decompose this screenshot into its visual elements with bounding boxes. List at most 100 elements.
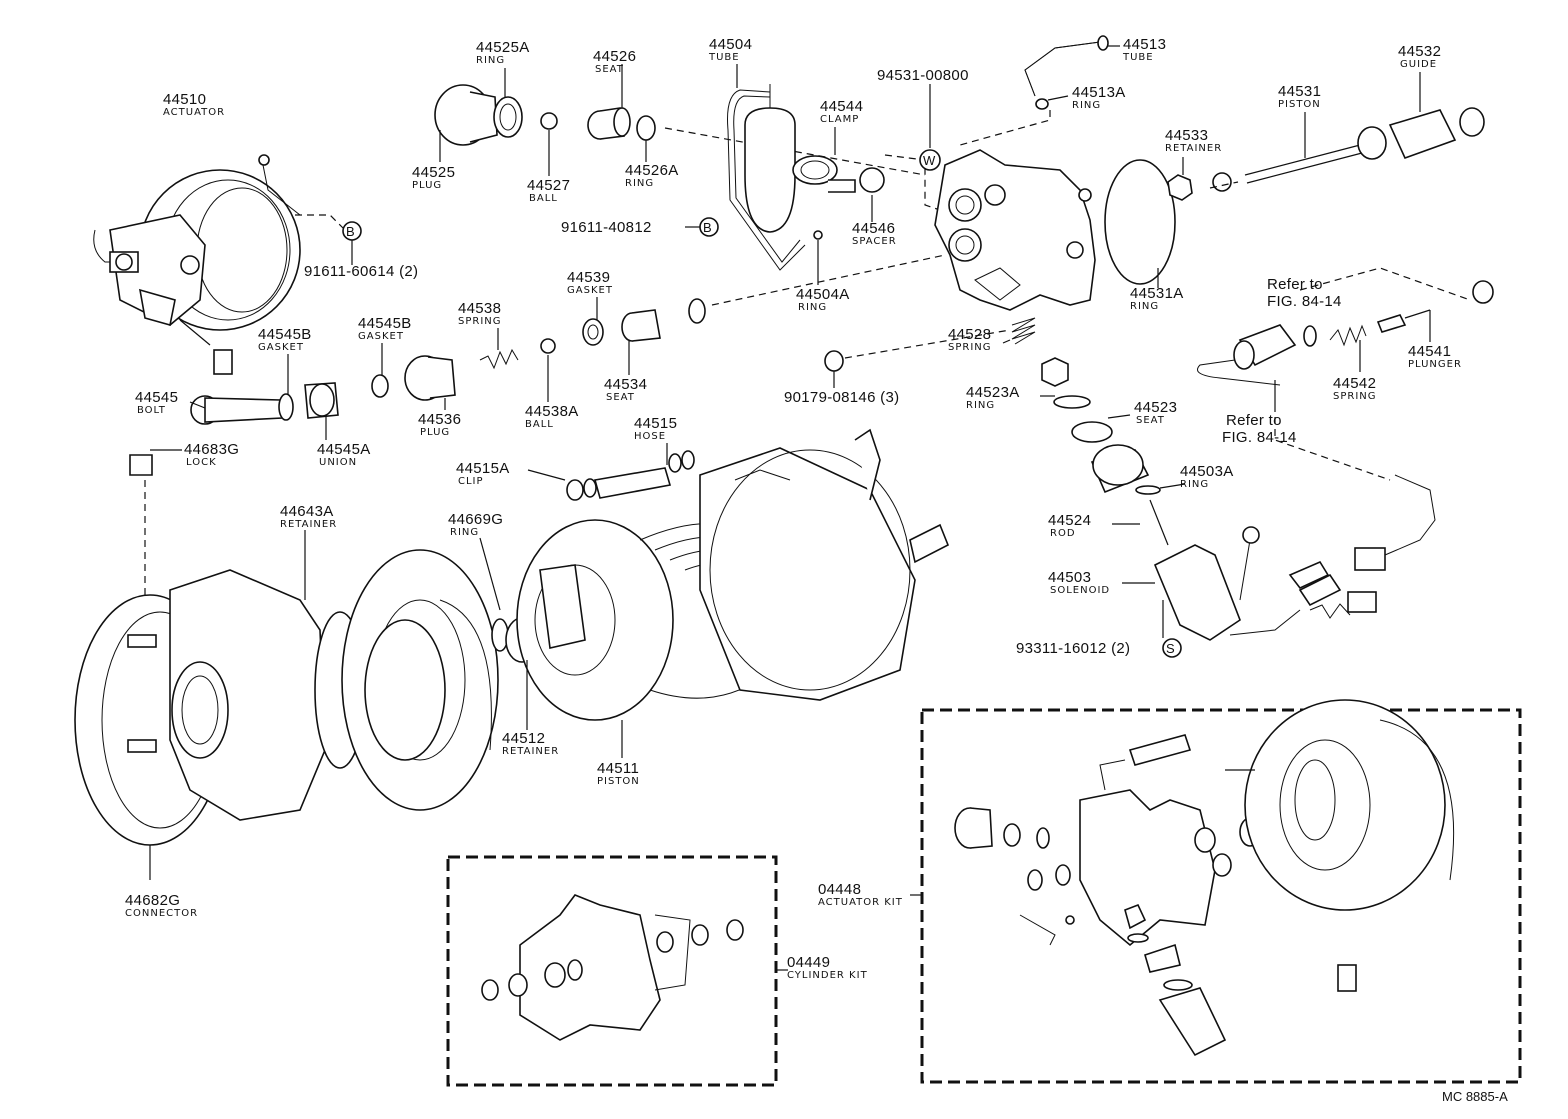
label-44534-name: SEAT (606, 392, 635, 403)
dash-90179 (844, 329, 1011, 359)
label-44545-number: 44545 (135, 389, 179, 406)
label-91611-60614-number: 91611-60614 (2) (304, 263, 419, 280)
label-44683G-number: 44683G (184, 441, 240, 458)
label-44528-name: SPRING (948, 342, 992, 353)
leader-91611-60614 (295, 214, 344, 229)
label-44512-number: 44512 (502, 730, 546, 747)
label-44523-number: 44523 (1134, 399, 1178, 416)
label-44513A-name: RING (1072, 100, 1102, 111)
label-44531A-number: 44531A (1130, 285, 1184, 302)
label-44503A-name: RING (1180, 479, 1210, 490)
figure-code: MC 8885-A (1442, 1089, 1508, 1104)
seat-44526-drawing (587, 107, 656, 141)
dash-44533 (1209, 181, 1239, 189)
label-44513-number: 44513 (1123, 36, 1167, 53)
lock-44683G (129, 454, 153, 476)
leader-44523 (1107, 414, 1131, 419)
dash-clamp-to-body (884, 154, 941, 211)
hose-44515-drawing (566, 450, 695, 501)
label-44534-number: 44534 (604, 376, 648, 393)
reference-1-line1: Refer to (1267, 276, 1323, 293)
label-44545B-2-name: GASKET (358, 331, 404, 342)
ball-44527 (540, 112, 558, 130)
label-04449-name: CYLINDER KIT (787, 970, 868, 981)
label-44545A-name: UNION (319, 457, 358, 468)
label-44531A-name: RING (1130, 301, 1160, 312)
label-44513A-number: 44513A (1072, 84, 1126, 101)
label-44533-number: 44533 (1165, 127, 1209, 144)
leader-44513A (1047, 95, 1069, 101)
union-bolt-drawing (190, 338, 556, 425)
reference-2-line1: Refer to (1226, 412, 1282, 429)
label-44683G-name: LOCK (186, 457, 217, 468)
label-44544-name: CLAMP (820, 114, 860, 125)
label-44526A-name: RING (625, 178, 655, 189)
label-44669G-number: 44669G (448, 511, 504, 528)
wiring-connectors-drawing (1288, 474, 1436, 619)
label-44682G-number: 44682G (125, 892, 181, 909)
label-44532-name: GUIDE (1400, 59, 1438, 70)
label-44545-name: BOLT (137, 405, 166, 416)
label-44511-number: 44511 (597, 760, 640, 777)
label-44536-number: 44536 (418, 411, 462, 428)
label-44515-number: 44515 (634, 415, 678, 432)
switch-plunger-drawing (1197, 280, 1494, 386)
leader-44669G (479, 537, 501, 611)
label-44538-number: 44538 (458, 300, 502, 317)
label-44525-number: 44525 (412, 164, 456, 181)
label-44531-number: 44531 (1278, 83, 1322, 100)
label-44524-name: ROD (1050, 528, 1076, 539)
label-44545B-2-number: 44545B (358, 315, 412, 332)
label-44538A-number: 44538A (525, 403, 579, 420)
label-44539-number: 44539 (567, 269, 611, 286)
label-44515-name: HOSE (634, 431, 667, 442)
label-44512-name: RETAINER (502, 746, 560, 757)
label-44545B-1-name: GASKET (258, 342, 304, 353)
label-44526A-number: 44526A (625, 162, 679, 179)
piston-44531-drawing (1167, 107, 1485, 201)
housing-drawing (699, 428, 950, 701)
cylinder-kit-parts (481, 894, 744, 1041)
label-44545A-number: 44545A (317, 441, 371, 458)
label-44533-name: RETAINER (1165, 143, 1223, 154)
label-44523-name: SEAT (1136, 415, 1165, 426)
label-44643A-number: 44643A (280, 503, 334, 520)
label-44524-number: 44524 (1048, 512, 1092, 529)
label-04448-name: ACTUATOR KIT (818, 897, 903, 908)
actuator-kit-box (920, 708, 1522, 1084)
label-44542-name: SPRING (1333, 391, 1377, 402)
label-44531-name: PISTON (1278, 99, 1321, 110)
label-44542-number: 44542 (1333, 375, 1377, 392)
cylinder-ring-drawing (314, 549, 499, 811)
label-44669G-name: RING (450, 527, 480, 538)
label-44532-number: 44532 (1398, 43, 1442, 60)
actuator-kit-parts (954, 699, 1455, 1057)
label-44541-name: PLUNGER (1408, 359, 1462, 370)
dash-44513-to-body (959, 110, 1051, 146)
leader-44503A (1159, 483, 1186, 489)
dash-ref-1 (1299, 267, 1471, 301)
label-44504A-name: RING (798, 302, 828, 313)
marker-w: W (923, 153, 936, 168)
label-44525A-number: 44525A (476, 39, 530, 56)
reference-2-line2: FIG. 84-14 (1222, 429, 1297, 446)
label-93311-number: 93311-16012 (2) (1016, 640, 1131, 657)
actuator-drawing (93, 154, 301, 375)
label-44503-name: SOLENOID (1050, 585, 1111, 596)
label-44523A-number: 44523A (966, 384, 1020, 401)
label-44527-number: 44527 (527, 177, 571, 194)
gasket-seat-drawing (582, 298, 706, 346)
label-44511-name: PISTON (597, 776, 640, 787)
label-44544-number: 44544 (820, 98, 864, 115)
label-44538-name: SPRING (458, 316, 502, 327)
marker-b2: B (703, 220, 712, 235)
leader-44545 (189, 401, 206, 409)
label-44539-name: GASKET (567, 285, 613, 296)
label-44541-number: 44541 (1408, 343, 1452, 360)
cylinder-kit-box (446, 855, 778, 1087)
label-44504-number: 44504 (709, 36, 753, 53)
label-44545B-1-number: 44545B (258, 326, 312, 343)
label-44515A-number: 44515A (456, 460, 510, 477)
